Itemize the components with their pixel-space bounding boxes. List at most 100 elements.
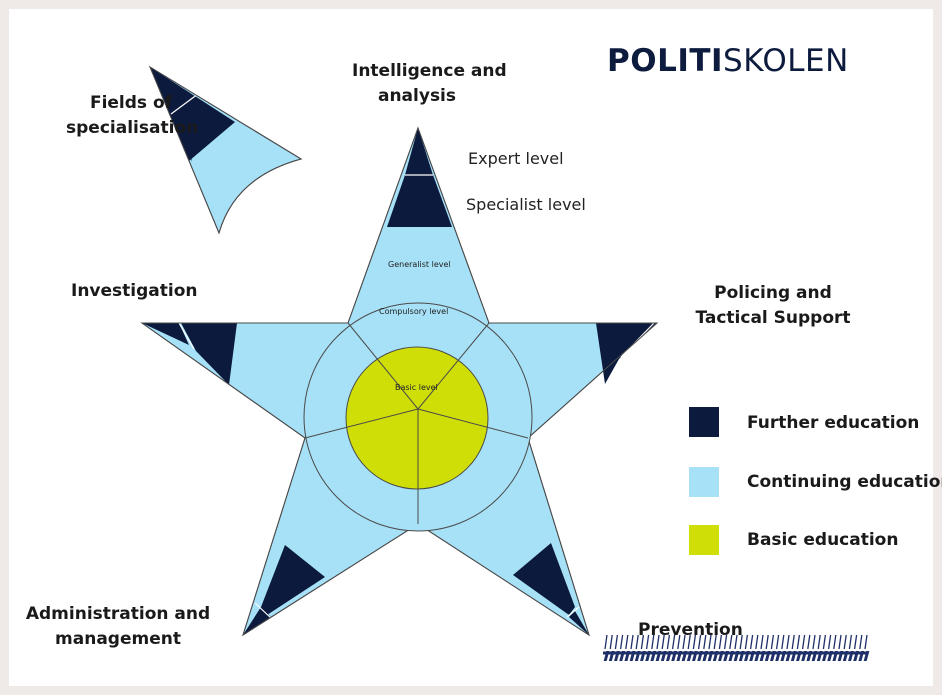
hatch-upper — [713, 634, 717, 650]
legend-swatch-continuing — [689, 467, 719, 497]
hatch-upper — [708, 634, 712, 650]
left-specialist-band — [181, 323, 237, 385]
hatch-lower — [832, 651, 839, 661]
hatch-upper — [796, 634, 801, 650]
hatch-upper — [859, 634, 863, 650]
hatch-upper — [775, 634, 780, 650]
legend-swatch-basic — [689, 525, 719, 555]
hatch-lower — [738, 651, 745, 661]
hatch-lower — [692, 651, 698, 661]
legend-swatch-further — [689, 407, 719, 437]
hatch-upper — [801, 634, 806, 650]
hatch-lower — [770, 651, 776, 661]
hatch-lower — [603, 651, 610, 661]
hatch-upper — [625, 634, 629, 650]
hatch-lower — [645, 651, 651, 661]
hatch-upper — [697, 634, 702, 650]
hatch-upper — [666, 634, 671, 650]
hatch-lower — [801, 651, 807, 661]
hatch-lower — [785, 651, 792, 661]
hatch-lower — [629, 651, 636, 661]
hatch-lower — [624, 651, 631, 661]
hatch-lower — [681, 651, 688, 661]
hatch-upper — [833, 634, 837, 650]
fields-line2: specialisation — [66, 118, 199, 138]
hatch-lower — [780, 651, 787, 661]
hatch-upper — [718, 634, 723, 650]
hatch-upper — [749, 634, 754, 650]
hatch-lower — [671, 651, 677, 661]
basic-level-label: Basic level — [395, 383, 438, 392]
hatch-lower — [686, 651, 693, 661]
hatch-upper — [781, 634, 785, 650]
hatch-lower — [811, 651, 818, 661]
hatch-lower — [822, 651, 828, 661]
policing-line1: Policing and — [714, 283, 832, 303]
hatch-lower — [608, 651, 615, 661]
hatch-upper — [807, 634, 811, 650]
hatch-upper — [671, 634, 676, 650]
hatch-upper — [635, 634, 639, 650]
right-region — [596, 323, 654, 384]
left-expert-tip — [142, 323, 189, 345]
hatch-upper — [791, 634, 795, 650]
hatch-lower — [842, 651, 849, 661]
hatch-upper — [744, 634, 749, 650]
legend-label-basic: Basic education — [747, 530, 899, 550]
basic-circle — [345, 346, 489, 490]
hatch-lower — [775, 651, 781, 661]
hatch-lower — [827, 651, 833, 661]
administration-line1: Administration and — [25, 604, 211, 624]
prevention-hatch — [603, 634, 870, 661]
bottom-left-expert-tip — [243, 607, 271, 635]
hatch-lower — [718, 651, 724, 661]
hatch-upper — [822, 634, 827, 650]
hatch-upper — [760, 634, 764, 650]
hatch-lower — [858, 651, 865, 661]
fields-label: Fields of specialisation — [66, 91, 199, 141]
hatch-upper — [755, 634, 759, 650]
hatch-upper — [656, 634, 660, 650]
bottom-right-specialist-band — [513, 543, 575, 615]
hatch-upper — [682, 634, 686, 650]
hatch-upper — [651, 634, 655, 650]
hatch-lower — [816, 651, 823, 661]
hatch-upper — [770, 634, 775, 650]
legend-label-continuing: Continuing education — [747, 472, 942, 492]
hatch-upper — [609, 634, 613, 650]
hatch-upper — [817, 634, 821, 650]
hatch-lower — [712, 651, 719, 661]
bottom-left-specialist-band — [261, 545, 325, 615]
hatch-upper — [723, 634, 728, 650]
hatch-upper — [734, 634, 738, 650]
politiskolen-logo: POLITISKOLEN — [607, 43, 849, 79]
hatch-lower — [702, 651, 709, 661]
intelligence-label: Intelligence and analysis — [352, 59, 507, 109]
hatch-lower — [744, 651, 750, 661]
hatch-lower — [676, 651, 683, 661]
hatch-upper — [812, 634, 816, 650]
hatch-lower — [848, 651, 854, 661]
hatch-upper — [765, 634, 769, 650]
hatch-lower — [863, 651, 870, 661]
hatch-upper — [843, 634, 847, 650]
hatch-lower — [697, 651, 703, 661]
hatch-upper — [848, 634, 853, 650]
hatch-lower — [650, 651, 657, 661]
hatch-lower — [728, 651, 735, 661]
hatch-lower — [640, 651, 646, 661]
star-diagram — [140, 65, 867, 663]
hatch-upper — [677, 634, 681, 650]
hatch-lower — [790, 651, 797, 661]
hatch-lower — [764, 651, 771, 661]
fields-line1: Fields of — [89, 93, 173, 113]
hatch-lower — [660, 651, 667, 661]
hatch-lower — [723, 651, 729, 661]
hatch-lower — [614, 651, 620, 661]
policing-line2: Tactical Support — [695, 308, 851, 328]
diagram-canvas: POLITISKOLEN Fields of specialisation In… — [9, 9, 942, 686]
hatch-lower — [733, 651, 740, 661]
hatch-lower — [754, 651, 761, 661]
administration-line2: management — [55, 629, 181, 649]
hatch-upper — [619, 634, 624, 650]
